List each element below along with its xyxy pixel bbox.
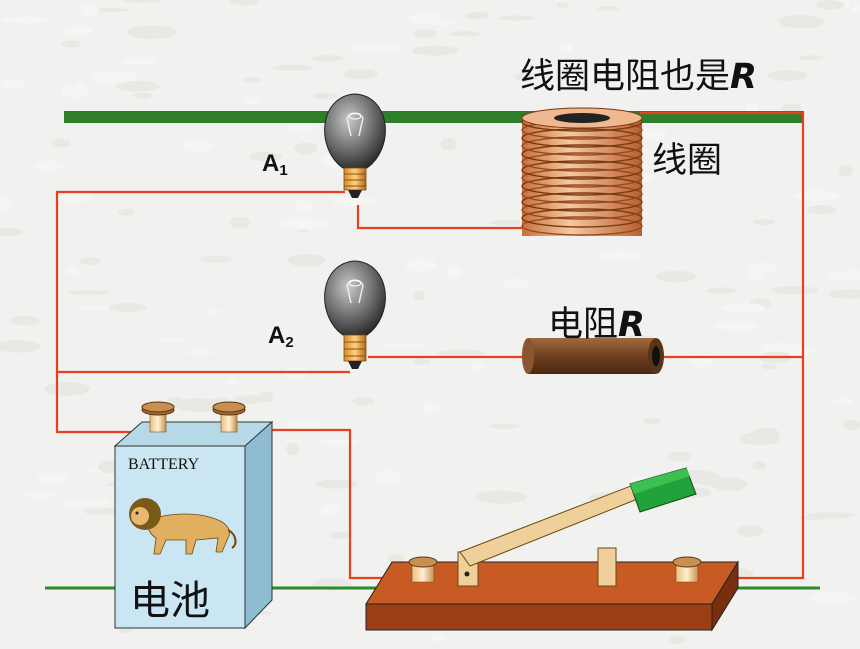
- coil-resistance-note: 线圈电阻也是R: [520, 48, 757, 99]
- switch-jaw: [598, 548, 616, 586]
- bulb-a1: [325, 94, 386, 198]
- resistor-label: 电阻R: [548, 296, 645, 347]
- bulb-a2-label: A2: [268, 322, 294, 351]
- bulb-a1-label: A1: [262, 150, 288, 179]
- coil: [522, 108, 642, 236]
- switch-terminal-right: [673, 557, 701, 582]
- knife-switch: [366, 468, 738, 630]
- battery-brand-label: BATTERY: [128, 456, 199, 474]
- bulb-a2: [325, 261, 386, 369]
- coil-core-hole: [554, 113, 610, 123]
- battery-label: 电池: [130, 568, 210, 626]
- coil-label: 线圈: [652, 132, 722, 183]
- switch-terminal-left: [409, 557, 437, 582]
